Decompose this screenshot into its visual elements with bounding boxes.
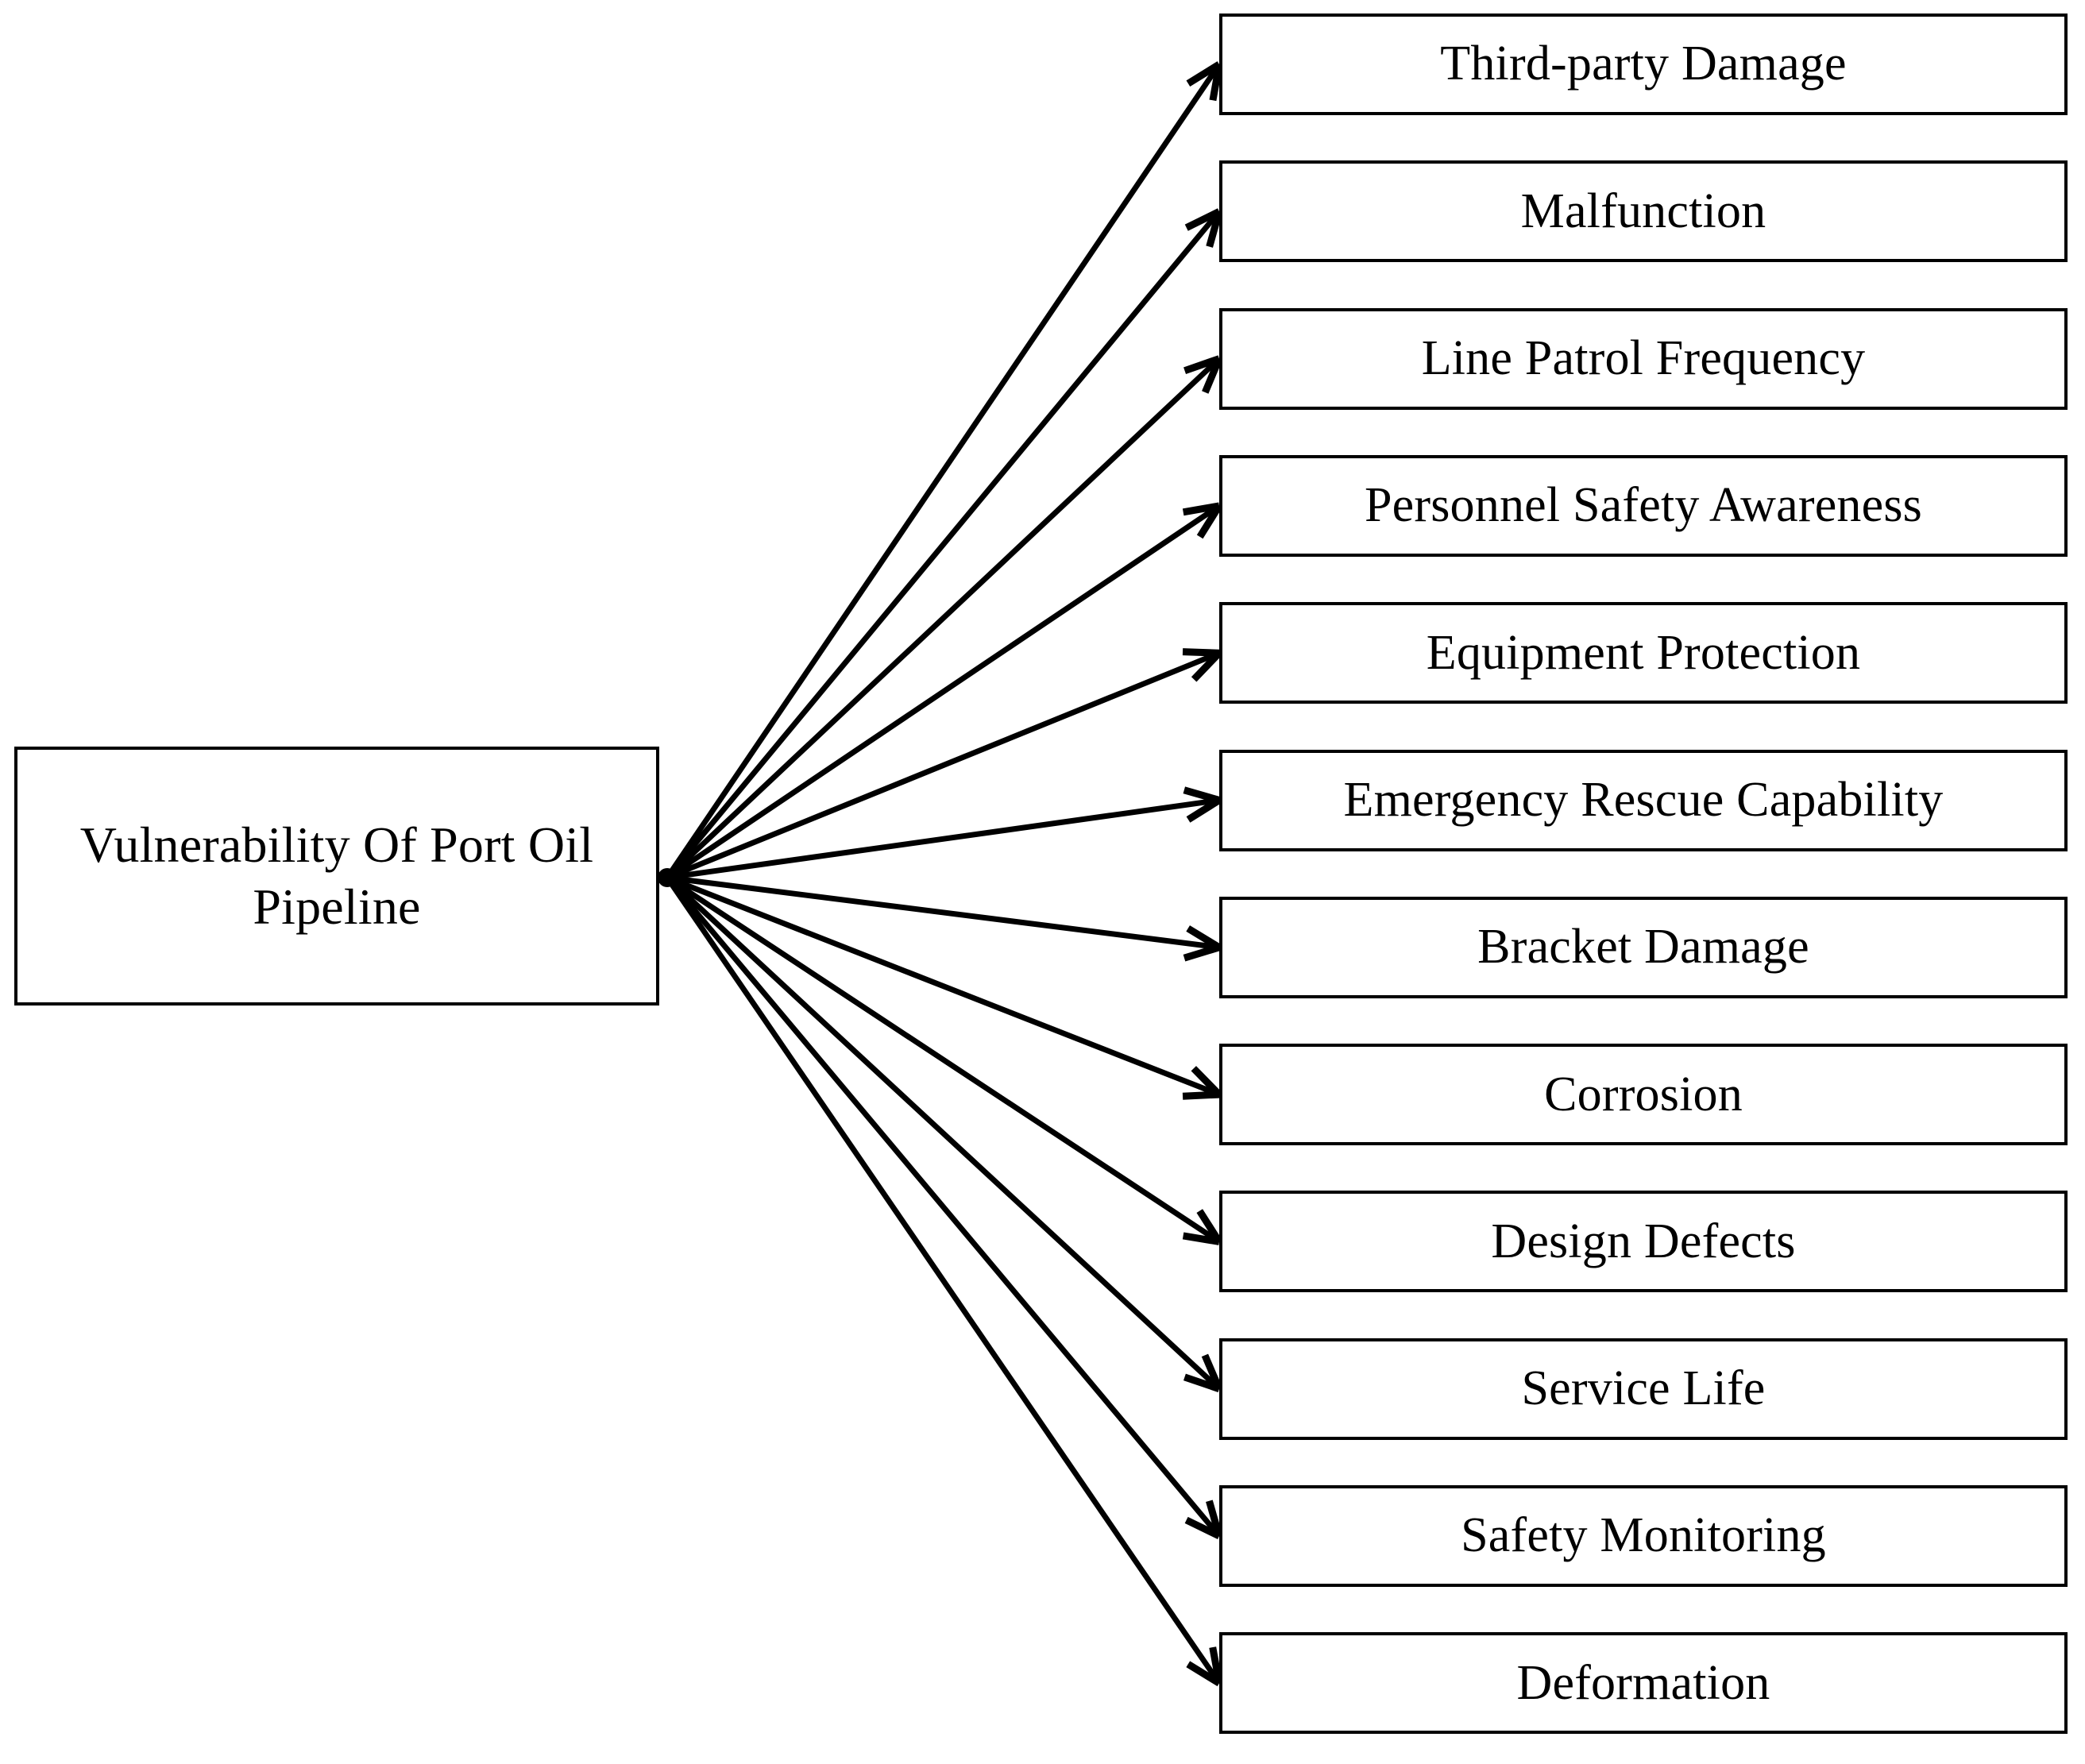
leaf-node-label: Corrosion xyxy=(1544,1067,1743,1121)
leaf-node-label: Deformation xyxy=(1516,1655,1770,1710)
leaf-node-label: Service Life xyxy=(1521,1361,1766,1416)
leaf-node-design-defects[interactable]: Design Defects xyxy=(1219,1191,2068,1293)
edge-line xyxy=(665,876,1222,1685)
arrowhead-barb xyxy=(1184,1516,1221,1540)
arrowhead-barb xyxy=(1182,502,1220,516)
leaf-node-label: Personnel Safety Awareness xyxy=(1364,478,1922,533)
arrowhead-barb xyxy=(1209,64,1223,102)
edge-line xyxy=(666,875,1221,1245)
arrowhead-barb xyxy=(1196,1209,1222,1244)
leaf-node-label: Emergency Rescue Capability xyxy=(1343,772,1944,827)
edge-line xyxy=(665,210,1222,880)
arrowhead-barb xyxy=(1184,208,1221,231)
arrowhead-barb xyxy=(1186,925,1222,951)
leaf-node-label: Design Defects xyxy=(1491,1214,1796,1268)
arrowhead-barb xyxy=(1202,357,1223,394)
arrowhead-barb xyxy=(1186,797,1222,823)
edge-line xyxy=(666,797,1220,881)
leaf-node-deformation[interactable]: Deformation xyxy=(1219,1632,2068,1735)
leaf-node-emergency-rescue-capability[interactable]: Emergency Rescue Capability xyxy=(1219,749,2068,851)
leaf-node-equipment-protection[interactable]: Equipment Protection xyxy=(1219,602,2068,704)
edge-line xyxy=(666,874,1221,1098)
arrowhead-barb xyxy=(1196,504,1222,539)
leaf-node-label: Equipment Protection xyxy=(1426,625,1861,680)
arrowhead-barb xyxy=(1201,1353,1223,1391)
leaf-node-label: Line Patrol Frequency xyxy=(1421,331,1866,386)
arrowhead-barb xyxy=(1209,1646,1223,1685)
leaf-node-label: Safety Monitoring xyxy=(1461,1508,1826,1563)
leaf-node-corrosion[interactable]: Corrosion xyxy=(1219,1044,2068,1146)
root-node-label: Vulnerability Of Port Oil Pipeline xyxy=(79,816,594,935)
edge-line xyxy=(665,875,1222,1538)
arrowhead-barb xyxy=(1191,650,1222,682)
leaf-node-label: Malfunction xyxy=(1520,183,1766,238)
arrowhead-barb xyxy=(1182,1090,1220,1100)
edge-hub-point xyxy=(658,868,677,887)
leaf-node-line-patrol-frequency[interactable]: Line Patrol Frequency xyxy=(1219,307,2068,410)
edge-line xyxy=(665,875,1222,1392)
edge-line xyxy=(666,650,1221,881)
leaf-node-third-party-damage[interactable]: Third-party Damage xyxy=(1219,14,2068,115)
edge-line xyxy=(665,357,1222,880)
edge-line xyxy=(665,63,1222,879)
arrowhead-barb xyxy=(1186,1661,1222,1687)
arrowhead-barb xyxy=(1206,1500,1223,1538)
leaf-node-malfunction[interactable]: Malfunction xyxy=(1219,160,2068,263)
arrowhead-barb xyxy=(1183,944,1221,962)
arrowhead-barb xyxy=(1206,210,1223,248)
leaf-node-safety-monitoring[interactable]: Safety Monitoring xyxy=(1219,1485,2068,1587)
root-node[interactable]: Vulnerability Of Port Oil Pipeline xyxy=(14,747,659,1006)
arrowhead-barb xyxy=(1191,1066,1222,1098)
leaf-node-personnel-safety-awareness[interactable]: Personnel Safety Awareness xyxy=(1219,454,2068,557)
leaf-node-label: Third-party Damage xyxy=(1440,37,1847,91)
arrowhead-barb xyxy=(1183,355,1221,374)
edge-line xyxy=(666,874,1220,951)
leaf-node-label: Bracket Damage xyxy=(1477,920,1809,975)
arrowhead-barb xyxy=(1186,61,1222,87)
edge-line xyxy=(666,503,1221,880)
arrowhead-barb xyxy=(1182,648,1220,657)
leaf-node-bracket-damage[interactable]: Bracket Damage xyxy=(1219,896,2068,998)
arrowhead-barb xyxy=(1183,1373,1221,1392)
arrowhead-barb xyxy=(1182,1232,1220,1245)
arrowhead-barb xyxy=(1183,786,1221,804)
leaf-node-service-life[interactable]: Service Life xyxy=(1219,1337,2068,1440)
